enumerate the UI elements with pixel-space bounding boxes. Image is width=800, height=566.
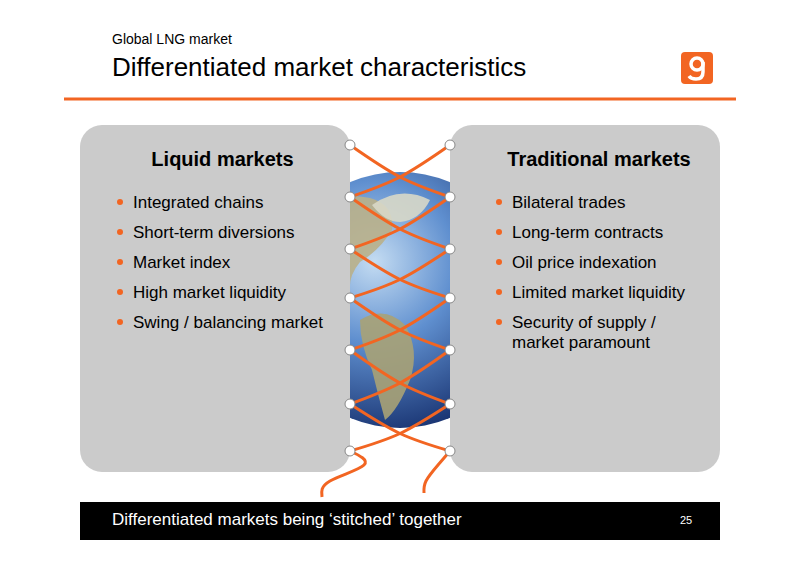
bullet-dot: [117, 229, 123, 235]
lace-connector: [350, 298, 450, 350]
caption-text: Differentiated markets being ‘stitched’ …: [112, 510, 462, 530]
header-rule: [64, 98, 736, 101]
panel-heading: Traditional markets: [507, 148, 690, 170]
eyelet: [345, 345, 355, 355]
eyelet: [345, 244, 355, 254]
lace-connector: [350, 298, 450, 350]
bullet-dot: [496, 319, 502, 325]
eyelet: [445, 140, 455, 150]
lace-connector: [350, 145, 450, 197]
bullet-dot: [496, 259, 502, 265]
eyelet: [445, 446, 455, 456]
lace-connector: [350, 197, 450, 249]
bullet-dot: [117, 289, 123, 295]
lace-connector: [350, 197, 450, 249]
market-panel: Liquid marketsIntegrated chainsShort-ter…: [80, 125, 350, 472]
bullet-dot: [117, 199, 123, 205]
bullet-text: High market liquidity: [133, 283, 286, 302]
bullet-dot: [117, 259, 123, 265]
eyelet: [345, 446, 355, 456]
caption-band: [80, 502, 720, 540]
eyelet: [345, 293, 355, 303]
bullet-dot: [496, 289, 502, 295]
lace-connector: [350, 404, 450, 451]
bullet-dot: [496, 229, 502, 235]
market-panel: Traditional marketsBilateral tradesLong-…: [450, 125, 720, 472]
eyelet: [345, 140, 355, 150]
bullet-text: Short-term diversions: [133, 223, 295, 242]
bullet-text: Integrated chains: [133, 193, 263, 212]
section-label: Global LNG market: [112, 31, 232, 47]
bullet-text: Bilateral trades: [512, 193, 625, 212]
eyelet: [445, 293, 455, 303]
eyelet: [445, 399, 455, 409]
bullet-text: Market index: [133, 253, 230, 272]
bullet-text: Swing / balancing market: [133, 313, 323, 332]
bullet-text: Oil price indexation: [512, 253, 657, 272]
lace-connector: [350, 404, 450, 451]
eyelet: [445, 244, 455, 254]
slide-title: Differentiated market characteristics: [112, 52, 526, 83]
lace-connector: [350, 145, 450, 197]
lace-end: [322, 451, 366, 497]
page-number: 25: [680, 514, 692, 526]
lace-connector: [350, 350, 450, 404]
lace-end: [424, 451, 450, 493]
bullet-text: Security of supply / market paramount: [512, 313, 656, 352]
lace-connector: [350, 249, 450, 298]
eyelet: [445, 192, 455, 202]
lace-connector: [350, 350, 450, 404]
bullet-text: Limited market liquidity: [512, 283, 685, 302]
eyelet: [345, 399, 355, 409]
eyelet: [345, 192, 355, 202]
company-logo: [681, 52, 713, 84]
eyelet: [445, 345, 455, 355]
lace-connector: [350, 249, 450, 298]
bullet-text: Long-term contracts: [512, 223, 663, 242]
bullet-dot: [117, 319, 123, 325]
bullet-dot: [496, 199, 502, 205]
panel-heading: Liquid markets: [151, 148, 293, 170]
